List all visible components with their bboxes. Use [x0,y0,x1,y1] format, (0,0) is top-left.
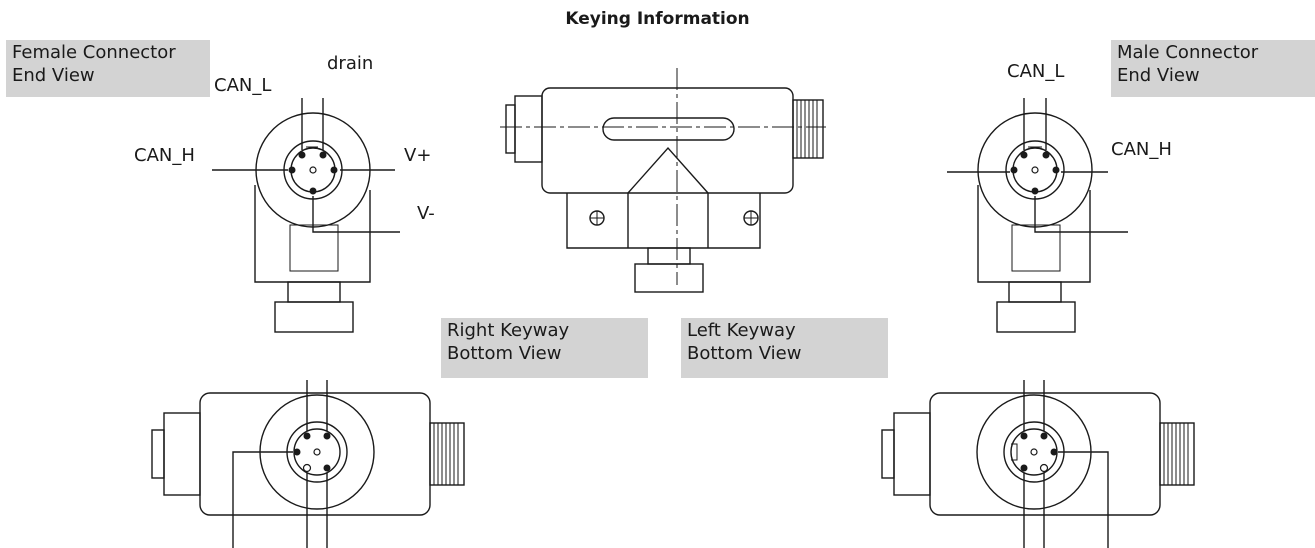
left-keyway-drawing [881,380,1195,548]
male-connector-line1: Male Connector [1117,42,1259,63]
tee-connector-drawing [500,68,826,293]
female-v-minus-label: V- [417,203,435,224]
right-keyway-line2: Bottom View [447,343,562,364]
diagram-title: Keying Information [565,9,750,29]
left-keyway-line2: Bottom View [687,343,802,364]
female-connector-line1: Female Connector [12,42,176,63]
right-keyway-line1: Right Keyway [447,320,570,341]
right-keyway-label: Right Keyway Bottom View [441,318,648,378]
female-end-view-drawing [212,98,400,333]
right-keyway-drawing [151,380,465,548]
male-can-l-label: CAN_L [1007,61,1065,82]
male-can-h-label: CAN_H [1111,139,1172,160]
female-drain-label: drain [327,53,374,74]
female-connector-line2: End View [12,65,95,86]
male-end-view-drawing [947,98,1128,333]
male-connector-line2: End View [1117,65,1200,86]
female-v-plus-label: V+ [404,145,432,166]
female-can-h-label: CAN_H [134,145,195,166]
male-connector-label: Male Connector End View [1111,40,1315,97]
left-keyway-label: Left Keyway Bottom View [681,318,888,378]
female-connector-label: Female Connector End View [6,40,210,97]
female-can-l-label: CAN_L [214,75,272,96]
left-keyway-line1: Left Keyway [687,320,796,341]
